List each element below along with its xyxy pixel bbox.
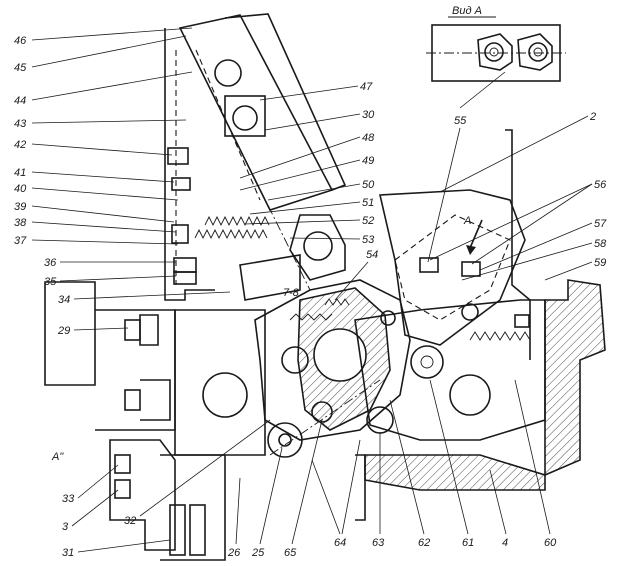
label-4: 4 bbox=[502, 537, 508, 549]
central-body bbox=[174, 279, 411, 458]
label-32: 32 bbox=[124, 515, 136, 527]
label-25: 25 bbox=[251, 547, 265, 559]
label-2: 2 bbox=[589, 111, 596, 123]
label-60: 60 bbox=[544, 537, 557, 549]
label-45: 45 bbox=[14, 62, 27, 74]
bottom-labels: 26 25 65 64 63 62 61 4 60 bbox=[227, 379, 557, 559]
label-57: 57 bbox=[594, 218, 607, 230]
label-51: 51 bbox=[362, 197, 374, 209]
label-43: 43 bbox=[14, 118, 27, 130]
label-58: 58 bbox=[594, 238, 607, 250]
label-65: 65 bbox=[284, 547, 297, 559]
label-49: 49 bbox=[362, 155, 374, 167]
label-40: 40 bbox=[14, 183, 27, 195]
view-marker: A" bbox=[51, 451, 64, 463]
label-33: 33 bbox=[62, 493, 75, 505]
label-54: 54 bbox=[366, 249, 378, 261]
label-64: 64 bbox=[334, 537, 346, 549]
label-44: 44 bbox=[14, 95, 26, 107]
label-26: 26 bbox=[227, 547, 241, 559]
label-38: 38 bbox=[14, 217, 27, 229]
label-63: 63 bbox=[372, 537, 385, 549]
label-35: 35 bbox=[44, 276, 57, 288]
label-3: 3 bbox=[62, 521, 69, 533]
label-62: 62 bbox=[418, 537, 430, 549]
label-61: 61 bbox=[462, 537, 474, 549]
right-cam-assembly bbox=[379, 129, 531, 416]
label-29: 29 bbox=[57, 325, 70, 337]
upper-spring-assembly bbox=[167, 147, 346, 301]
label-41: 41 bbox=[14, 167, 26, 179]
view-a-title: Вид А bbox=[452, 5, 482, 17]
label-46: 46 bbox=[14, 35, 27, 47]
left-frame bbox=[164, 13, 347, 301]
label-42: 42 bbox=[14, 139, 26, 151]
label-34: 34 bbox=[58, 294, 70, 306]
label-59: 59 bbox=[594, 257, 606, 269]
spring-tag: 7-8 bbox=[283, 287, 300, 299]
label-31: 31 bbox=[62, 547, 74, 559]
label-36: 36 bbox=[44, 257, 57, 269]
left-labels: 46 45 44 43 42 41 40 39 38 37 36 35 34 2… bbox=[14, 27, 271, 559]
label-37: 37 bbox=[14, 235, 27, 247]
label-30: 30 bbox=[362, 109, 375, 121]
label-48: 48 bbox=[362, 132, 375, 144]
label-39: 39 bbox=[14, 201, 26, 213]
right-labels: 47 30 48 49 50 51 52 53 54 55 2 56 57 58… bbox=[239, 81, 607, 301]
label-53: 53 bbox=[362, 234, 375, 246]
label-56: 56 bbox=[594, 179, 607, 191]
view-a-inset: Вид А bbox=[426, 5, 566, 109]
label-50: 50 bbox=[362, 179, 375, 191]
label-55: 55 bbox=[454, 115, 467, 127]
view-arrow: A bbox=[463, 215, 483, 255]
label-47: 47 bbox=[360, 81, 373, 93]
view-arrow-label: A bbox=[463, 215, 471, 227]
label-52: 52 bbox=[362, 215, 374, 227]
right-housing bbox=[354, 279, 606, 521]
